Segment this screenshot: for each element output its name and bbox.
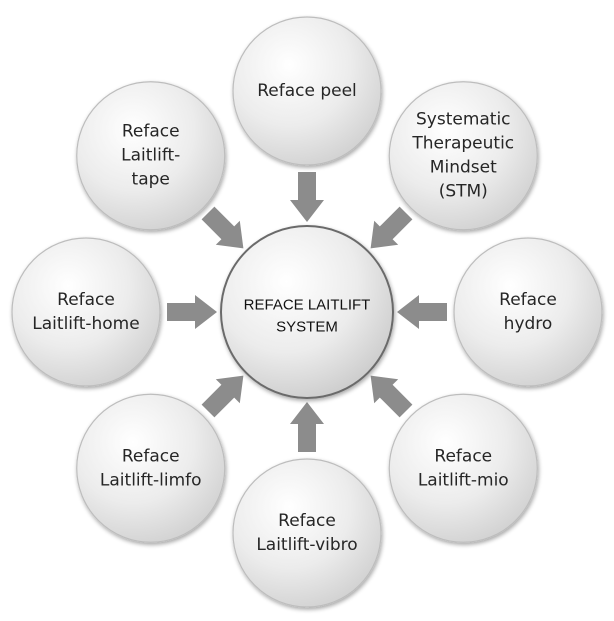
node-label-reface-laitlift-limfo-line-2: Laitlift-limfo [100,470,202,490]
arrow-stm [370,206,413,249]
node-label-reface-laitlift-mio-line-2: Laitlift-mio [418,470,509,490]
node-label-stm-line-3: Mindset [430,158,497,178]
node-label-reface-laitlift-tape-line-3: tape [132,170,170,190]
node-label-reface-laitlift-mio-line-1: Reface [434,446,492,466]
node-label-reface-laitlift-tape-line-1: Reface [122,122,180,142]
node-label-stm-line-2: Therapeutic [411,134,514,154]
node-label-reface-hydro-line-2: hydro [504,314,553,334]
node-label-reface-laitlift-vibro-line-2: Laitlift-vibro [256,535,357,555]
node-label-reface-laitlift-limfo-line-1: Reface [122,446,180,466]
arrow-reface-peel [290,172,324,222]
node-circle-stm [388,81,538,231]
node-reface-hydro: Reface hydro [453,237,603,387]
node-label-stm-line-1: Systematic [416,110,511,130]
node-circle-reface-laitlift-limfo [76,393,226,543]
arrow-reface-laitlift-home [167,295,217,329]
node-circle-reface-laitlift-home [11,237,161,387]
node-label-stm-line-4: (STM) [439,182,488,202]
node-circle-reface-peel [232,16,382,166]
node-label-reface-laitlift-vibro-line-1: Reface [278,511,336,531]
arrow-reface-laitlift-limfo [201,375,244,418]
node-label-reface-peel-line-1: Reface peel [257,81,357,101]
node-circle-reface-laitlift-tape [76,81,226,231]
arrow-reface-hydro [397,295,447,329]
node-label-reface-laitlift-tape-line-2: Laitlift- [121,146,180,166]
arrow-reface-laitlift-mio [370,375,413,418]
center-node-group: REFACE LAITLIFT SYSTEM [220,225,394,399]
node-circle-reface-laitlift-vibro [232,458,382,608]
node-reface-peel: Reface peel [232,16,382,166]
arrow-reface-laitlift-tape [201,206,244,249]
node-label-reface-laitlift-home-line-1: Reface [57,290,115,310]
center-node-circle [220,225,394,399]
arrow-reface-laitlift-vibro [290,402,324,452]
node-circle-reface-laitlift-mio [388,393,538,543]
arrows-group [167,172,447,452]
center-label-line-1: REFACE LAITLIFT [244,297,371,314]
node-label-reface-laitlift-home-line-2: Laitlift-home [32,314,139,334]
node-circle-reface-hydro [453,237,603,387]
node-label-reface-hydro-line-1: Reface [499,290,557,310]
center-label-line-2: SYSTEM [276,319,338,336]
